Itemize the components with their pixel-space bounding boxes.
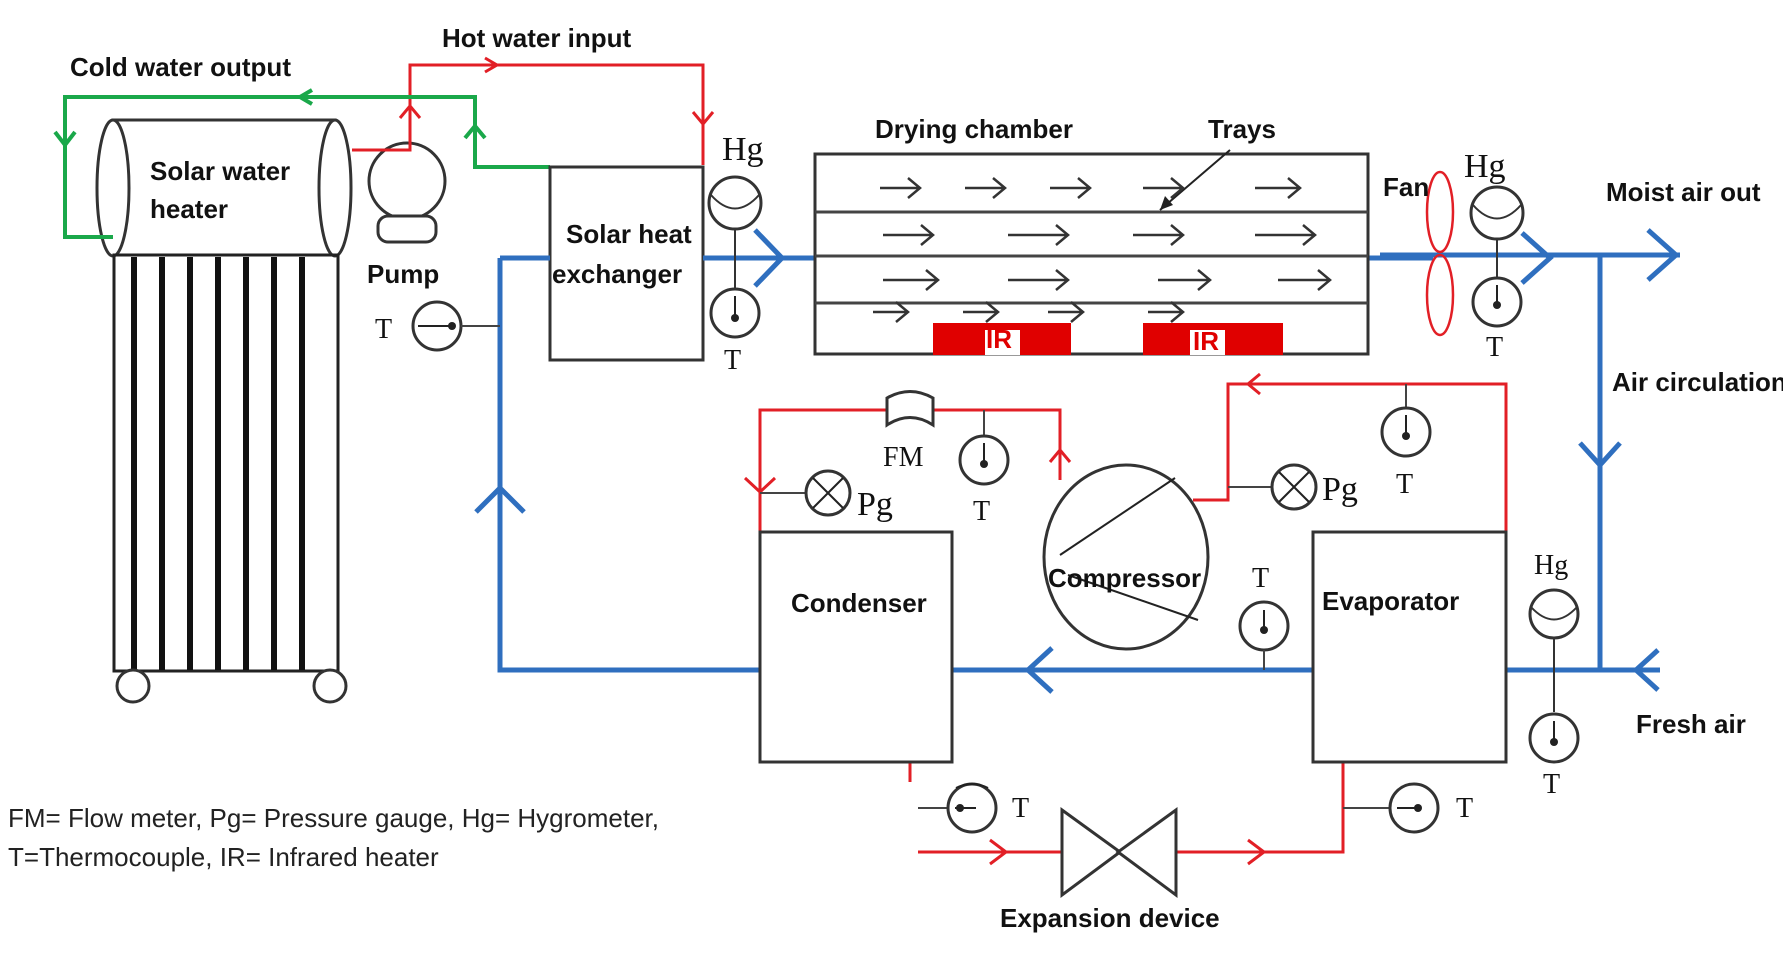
solar-heat-exchanger-label-2: exchanger <box>552 259 682 289</box>
condenser-box <box>758 530 954 764</box>
hot-water-input-label: Hot water input <box>442 23 632 53</box>
solar-heat-exchanger: Solar heat exchanger <box>548 165 705 362</box>
hygrometer-1-label: Hg <box>722 131 764 168</box>
ir-heater-2: IR <box>1143 323 1283 356</box>
solar-tank-body <box>111 118 337 257</box>
pump-base <box>376 214 438 244</box>
cold-water-line: Cold water output <box>53 52 550 239</box>
pump-label: Pump <box>367 259 439 289</box>
solar-water-heater: Solar water heater <box>95 118 353 704</box>
evaporator-label: Evaporator <box>1322 586 1459 616</box>
thermocouple-air-mid: T <box>1238 563 1290 670</box>
chamber-airflow-arrows <box>873 177 1332 323</box>
hygrometer-2: Hg <box>1464 148 1525 283</box>
thermocouple-2-label: T <box>1486 332 1503 363</box>
compressor-label: Compressor <box>1048 563 1201 593</box>
air-loop: Moist air out Air circulation Fresh air <box>474 177 1783 739</box>
flow-meter: FM <box>883 390 935 473</box>
fan-blade-upper <box>1425 170 1455 254</box>
pressure-gauge-2: Pg <box>1228 463 1358 511</box>
thermocouple-pump: T <box>375 300 500 352</box>
thermocouple-1-label: T <box>724 345 741 376</box>
legend-line-2: T=Thermocouple, IR= Infrared heater <box>8 842 439 872</box>
solar-heat-exchanger-label-1: Solar heat <box>566 219 692 249</box>
expansion-device: Expansion device <box>1000 807 1220 933</box>
legend-line-1: FM= Flow meter, Pg= Pressure gauge, Hg= … <box>8 803 659 833</box>
thermocouple-evap-in: T <box>1343 782 1473 834</box>
fan-blade-lower <box>1425 253 1455 337</box>
thermocouple-cond-out: T <box>918 782 1029 834</box>
thermocouple-cond-out-label: T <box>1012 793 1029 824</box>
solar-collector-frame <box>112 253 340 673</box>
trays-label: Trays <box>1208 114 1276 144</box>
drying-chamber-label: Drying chamber <box>875 114 1073 144</box>
tray-lines <box>815 210 1368 305</box>
cold-water-output-label: Cold water output <box>70 52 291 82</box>
hot-water-line: Hot water input <box>352 23 715 165</box>
pressure-gauge-1-label: Pg <box>857 486 893 523</box>
solar-wheel-right <box>312 668 348 704</box>
thermocouple-pump-label: T <box>375 314 392 345</box>
thermocouple-air-mid-label: T <box>1252 563 1269 594</box>
thermocouple-fm: T <box>958 410 1010 527</box>
hygrometer-3: Hg <box>1528 550 1580 712</box>
hygrometer-3-label: Hg <box>1534 550 1568 581</box>
pump: Pump <box>367 141 447 289</box>
compressor: Compressor <box>1042 463 1210 651</box>
drying-chamber: Drying chamber Trays <box>813 114 1370 356</box>
solar-tank-right-cap <box>317 118 353 258</box>
thermocouple-2: T <box>1471 276 1523 363</box>
air-circulation-label: Air circulation <box>1612 367 1783 397</box>
ir-heater-1: IR <box>933 323 1071 355</box>
trays-pointer-icon <box>1160 196 1173 210</box>
legend: FM= Flow meter, Pg= Pressure gauge, Hg= … <box>8 803 659 872</box>
thermocouple-evap-in-label: T <box>1456 793 1473 824</box>
fresh-air-label: Fresh air <box>1636 709 1746 739</box>
thermocouple-1: T <box>709 287 761 376</box>
thermocouple-3-label: T <box>1543 769 1560 800</box>
evaporator: Evaporator <box>1311 530 1508 764</box>
solar-heat-exchanger-box <box>548 165 705 362</box>
fan: Fan <box>1383 170 1455 337</box>
refrigerant-lines <box>743 372 1508 866</box>
hygrometer-1: Hg <box>707 131 764 290</box>
pressure-gauge-2-label: Pg <box>1322 471 1358 508</box>
flow-meter-label: FM <box>883 442 924 473</box>
ir-heater-1-label: IR <box>986 324 1012 354</box>
solar-water-heater-label-2: heater <box>150 194 228 224</box>
ir-heater-2-label: IR <box>1193 326 1219 356</box>
compressor-body <box>1042 463 1210 651</box>
pump-body <box>367 141 447 221</box>
thermocouple-evap-top-label: T <box>1396 469 1413 500</box>
solar-water-heater-label-1: Solar water <box>150 156 290 186</box>
pressure-gauge-1: Pg <box>760 469 893 523</box>
thermocouple-fm-label: T <box>973 496 990 527</box>
thermocouple-3: T <box>1528 712 1580 800</box>
condenser: Condenser <box>758 530 954 764</box>
moist-air-out-label: Moist air out <box>1606 177 1761 207</box>
drying-chamber-box <box>813 152 1370 356</box>
thermocouple-evap-top: T <box>1380 384 1432 500</box>
fan-label: Fan <box>1383 172 1429 202</box>
evaporator-box <box>1311 530 1508 764</box>
solar-wheel-left <box>115 668 151 704</box>
hygrometer-2-label: Hg <box>1464 148 1506 185</box>
solar-collector-tubes <box>131 257 305 670</box>
expansion-device-label: Expansion device <box>1000 903 1220 933</box>
condenser-label: Condenser <box>791 588 927 618</box>
